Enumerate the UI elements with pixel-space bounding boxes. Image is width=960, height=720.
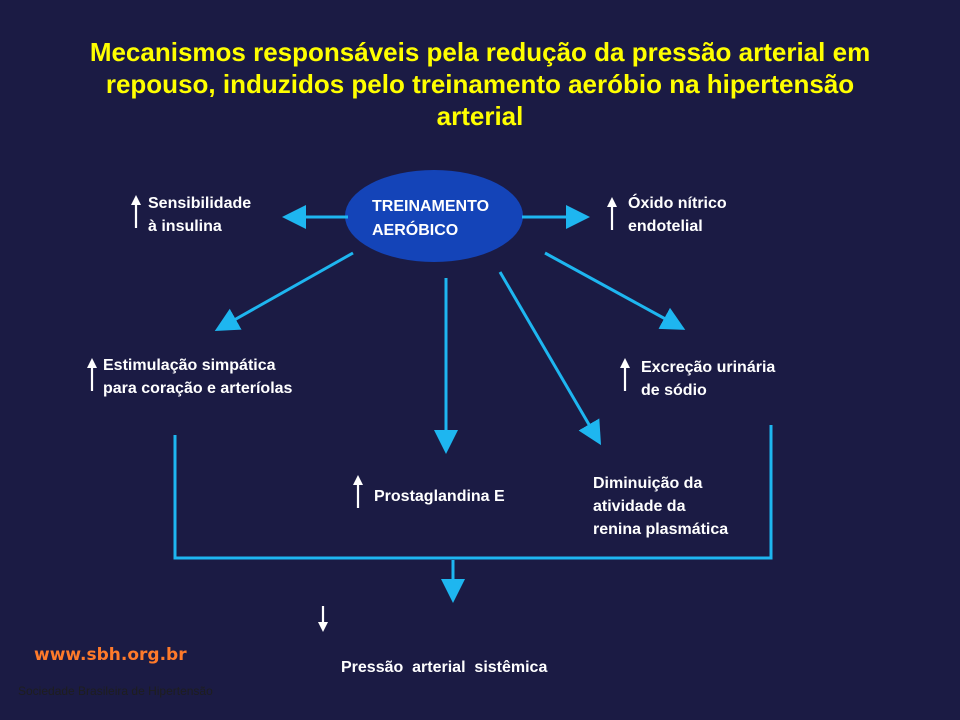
insulin-sensitivity-label: Sensibilidade à insulina (148, 192, 251, 238)
sodium-line2: de sódio (641, 382, 707, 399)
training-label-line2: AERÓBICO (372, 222, 459, 239)
arrow-to-renin (498, 271, 602, 446)
footer-org-name: Sociedade Brasileira de Hipertensão (18, 684, 213, 698)
nitric-oxide-label: Óxido nítrico endotelial (628, 192, 727, 238)
nitric-oxide-line2: endotelial (628, 218, 703, 235)
insulin-line1: Sensibilidade (148, 195, 252, 212)
sympathetic-label: Estimulação simpática para coração e art… (103, 354, 292, 400)
renin-line2: atividade da (593, 498, 686, 515)
systemic-pressure-label: Pressão arterial sistêmica (341, 610, 547, 702)
arrow-to-sympathetic (214, 251, 354, 331)
training-label: TREINAMENTO AERÓBICO (372, 195, 489, 243)
up-arrow-icon (620, 358, 630, 391)
prostaglandin-line1: Prostaglandina E (374, 488, 505, 505)
sympathetic-line1: Estimulação simpática (103, 357, 276, 374)
page-title: Mecanismos responsáveis pela redução da … (89, 37, 871, 131)
renin-line3: renina plasmática (593, 521, 729, 538)
sympathetic-line2: para coração e arteríolas (103, 380, 293, 397)
insulin-line2: à insulina (148, 218, 222, 235)
up-arrow-icon (87, 358, 97, 391)
website-link[interactable]: www.sbh.org.br (34, 645, 187, 665)
up-arrow-icon (607, 197, 617, 230)
training-ellipse (345, 170, 523, 262)
sodium-excretion-label: Excreção urinária de sódio (641, 356, 775, 402)
renin-line1: Diminuição da (593, 475, 703, 492)
renin-label: Diminuição da atividade da renina plasmá… (593, 472, 728, 541)
up-arrow-icon (131, 195, 141, 228)
sodium-line1: Excreção urinária (641, 359, 776, 376)
arrow-to-sodium (544, 251, 686, 330)
training-label-line1: TREINAMENTO (372, 198, 490, 215)
prostaglandin-label: Prostaglandina E (374, 485, 505, 508)
up-arrow-icon (353, 475, 363, 508)
pressure-line1: Pressão arterial sistêmica (341, 659, 548, 676)
down-arrow-icon (318, 606, 328, 632)
bracket-line (173, 425, 773, 560)
nitric-oxide-line1: Óxido nítrico (628, 195, 727, 212)
